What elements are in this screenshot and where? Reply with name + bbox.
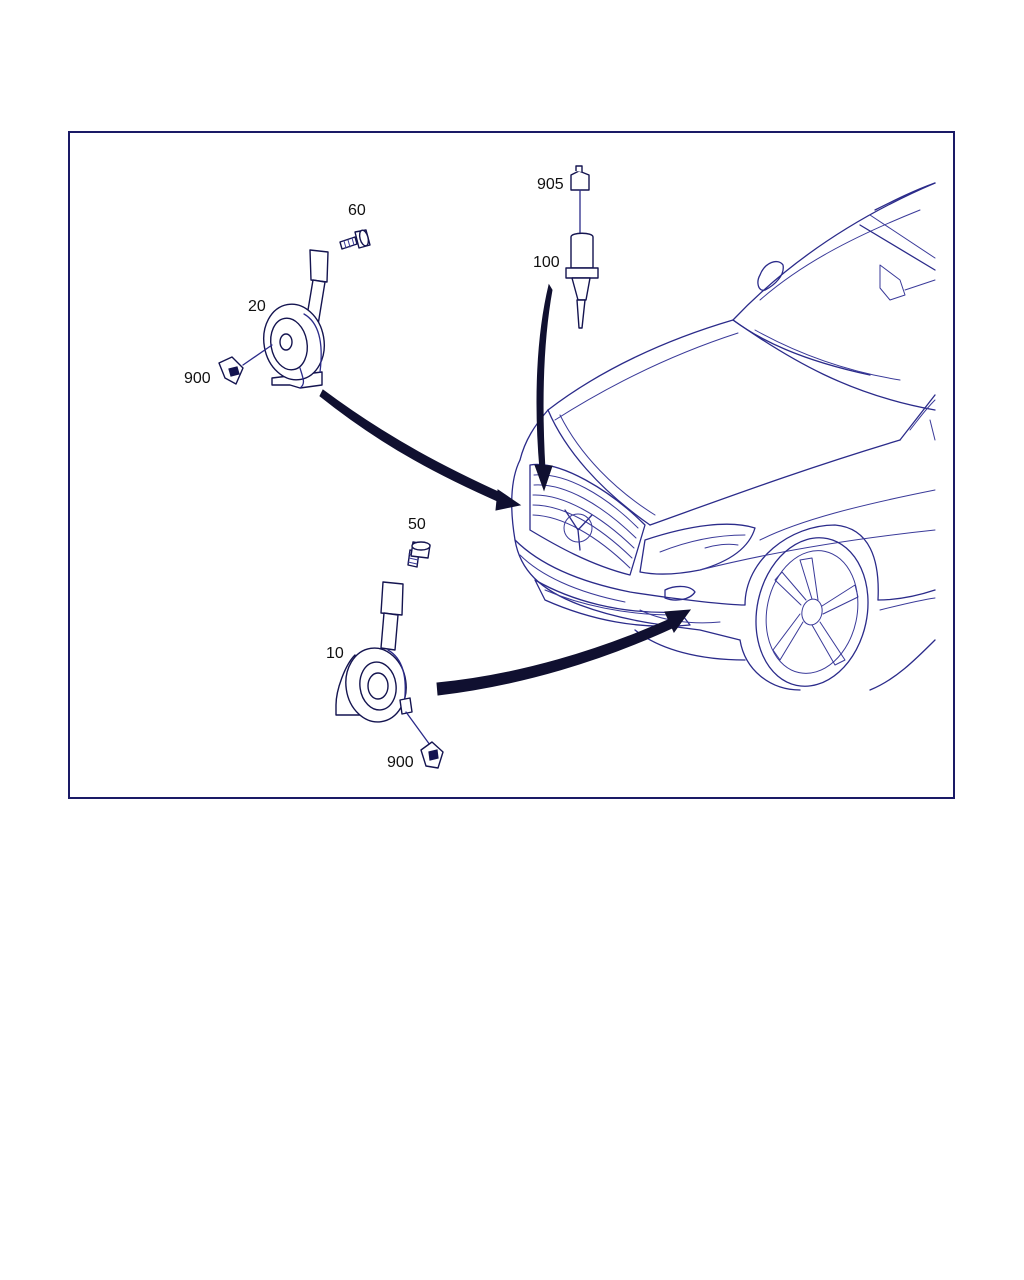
sensor-100-icon — [570, 232, 594, 269]
part-number-labels: 905 100 60 20 900 50 10 900 — [184, 176, 564, 771]
connector-900-upper-icon — [218, 344, 273, 385]
label-900-lower: 900 — [387, 754, 414, 771]
label-60: 60 — [348, 202, 366, 219]
sensor-100-assembly — [565, 165, 599, 329]
label-100: 100 — [533, 254, 560, 271]
car-front-illustration — [511, 182, 936, 691]
screw-60-icon — [339, 229, 371, 250]
label-20: 20 — [248, 298, 266, 315]
screw-50-icon — [407, 541, 431, 568]
label-905: 905 — [537, 176, 564, 193]
arrow-sensor-100 — [536, 283, 553, 471]
label-10: 10 — [326, 645, 344, 662]
arrow-horn-20 — [319, 389, 506, 504]
connector-905-icon — [570, 170, 590, 191]
horn-10-icon — [335, 581, 431, 746]
location-arrows — [319, 283, 692, 696]
horn-20-icon — [263, 249, 329, 389]
label-900-upper: 900 — [184, 370, 211, 387]
label-50: 50 — [408, 516, 426, 533]
diagram-frame — [68, 131, 955, 799]
connector-900-lower-icon — [420, 741, 444, 769]
